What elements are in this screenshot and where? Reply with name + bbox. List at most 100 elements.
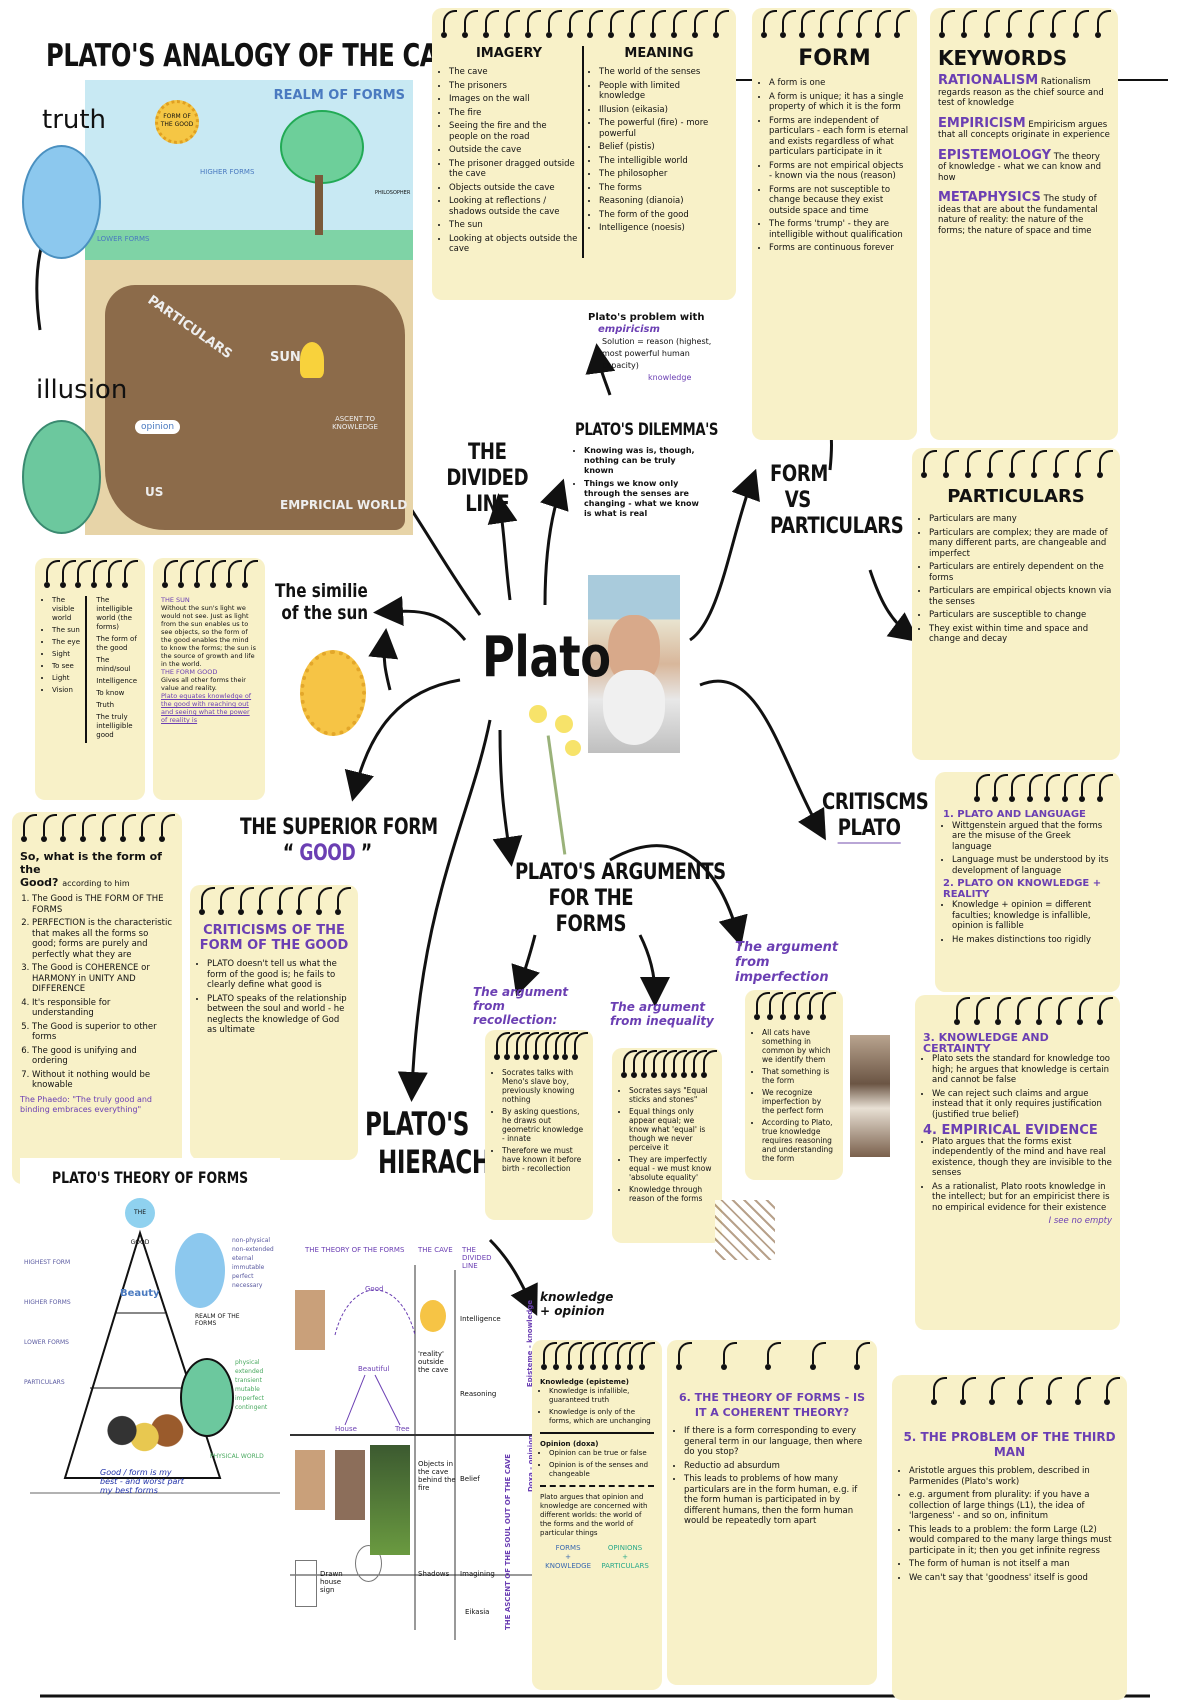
form-vs-l3: PARTICULARS (770, 514, 904, 539)
cave-rock (105, 285, 405, 530)
knowledge-opinion-f1: FORMS (555, 1544, 581, 1552)
phaedo-quote: The Phaedo: "The truly good and binding … (20, 1094, 152, 1115)
physical-trait: mutable (235, 1386, 260, 1393)
spiral-ring-icon (524, 10, 541, 38)
spiral-ring-icon (99, 814, 116, 842)
form-good-paragraph: Gives all other forms their value and re… (161, 676, 246, 692)
theory-img-physical: PHYSICAL WORLD (210, 1453, 264, 1460)
spiral-ring-icon (608, 10, 625, 38)
spiral-ring-icon (542, 1032, 559, 1060)
spiral-ring-icon (961, 10, 978, 38)
level-label: PARTICULARS (24, 1379, 65, 1386)
physical-trait: transient (235, 1377, 262, 1384)
meaning-item: The powerful (fire) - more powerful (599, 118, 728, 139)
handwritten-annotation: Good / form is my best - and worst part … (100, 1468, 184, 1495)
particulars-item: They exist within time and space and cha… (929, 624, 1112, 645)
spiral-ring-icon (59, 560, 76, 588)
inequality-item: They are imperfectly equal - we must kno… (629, 1155, 714, 1182)
divided-diagram-reality: 'reality' outside the cave (418, 1350, 449, 1374)
arrow-to-recollection (511, 934, 540, 997)
keyword-definition: The theory of knowledge - what we can kn… (938, 151, 1102, 183)
spiral-ring-icon (1097, 450, 1113, 478)
third-man-item: e.g. argument from plurality: if you hav… (909, 1490, 1119, 1522)
central-node-plato[interactable]: Plato (482, 625, 611, 690)
criticism-item: He makes distinctions too rigidly (952, 935, 1112, 946)
simile-l2: of the sun (281, 602, 369, 624)
cave-labels-philosopher: PHILOSOPHER (375, 190, 411, 196)
realm-of-forms-label: REALM OF FORMS (273, 88, 405, 103)
spiral-ring-icon (1035, 997, 1052, 1025)
level-label: HIGHEST FORM (24, 1259, 71, 1266)
criticism-1-heading: 1. PLATO AND LANGUAGE (943, 809, 1086, 820)
list: The Good is THE FORM OF THE FORMSPERFECT… (20, 894, 174, 1091)
spiral-ring-icon (562, 1032, 579, 1060)
meaning-heading: MEANING (624, 46, 694, 61)
cave-illustration: FORM OF THE GOOD REALM OF FORMS HIGHER F… (85, 80, 413, 535)
physical-trait: physical (235, 1359, 260, 1366)
third-man-heading: 5. THE PROBLEM OF THE THIRD MAN (903, 1430, 1116, 1459)
spiral-ring-icon (566, 10, 583, 38)
spiral-ring-icon (987, 450, 1003, 478)
list: The intelligible world (the forms)The fo… (87, 596, 137, 743)
criticism-good-item: PLATO doesn't tell us what the form of t… (207, 959, 350, 991)
meaning-item: The form of the good (599, 210, 728, 221)
sun-table-right: The intelligible world (the forms) (96, 596, 137, 632)
plato-portrait (588, 575, 680, 753)
sun-icon (300, 650, 366, 736)
arrow-to-form-vs (689, 468, 760, 642)
spiral-ring-icon (809, 1342, 826, 1370)
spiral-ring-icon (572, 1032, 588, 1060)
theory-img-beauty: Beauty (120, 1288, 160, 1299)
recollection-item: Therefore we must have known it before b… (502, 1146, 585, 1173)
theory-img-realm: REALM OF THE FORMS (195, 1313, 240, 1327)
coherent-item: This leads to problems of how many parti… (684, 1474, 869, 1527)
sun-table-right: The truly intelligible good (96, 713, 137, 740)
spiral-ring-icon (931, 1377, 947, 1405)
truth-label: truth (42, 105, 107, 135)
form-note: FORM A form is oneA form is unique; it h… (752, 8, 917, 440)
spiral-ring-icon (503, 1032, 520, 1060)
sun-table-left: Light (52, 674, 85, 683)
spiral-ring-icon (523, 1032, 540, 1060)
globe-physical-icon (180, 1358, 234, 1437)
imagery-item: The fire (449, 108, 578, 119)
spiral-ring-icon (780, 992, 797, 1020)
list: A form is oneA form is unique; it has a … (760, 78, 909, 254)
spiral-ring-icon (80, 814, 97, 842)
spiral-ring-icon (587, 10, 604, 38)
spiral-ring-icon (40, 814, 57, 842)
spiral-ring-icon (513, 1032, 530, 1060)
list: Wittgenstein argued that the forms are t… (943, 821, 1112, 877)
spiral-binding (21, 814, 175, 844)
inequality-item: Knowledge through reason of the forms (629, 1185, 714, 1203)
spiral-ring-icon (939, 10, 955, 38)
criticism-item: Language must be understood by its devel… (952, 855, 1112, 876)
spiral-ring-icon (701, 1050, 717, 1078)
form-item: Forms are continuous forever (769, 243, 909, 254)
sun-table-right: To know (96, 689, 137, 698)
meaning-item: The intelligible world (599, 156, 728, 167)
good-item: The Good is superior to other forms (32, 1022, 174, 1043)
spiral-ring-icon (503, 10, 520, 38)
spiral-ring-icon (158, 814, 175, 842)
knowledge-opinion-label: knowledge + opinion (540, 1290, 614, 1318)
divided-diagram-eikasia: Eikasia (465, 1608, 490, 1616)
good-item: The good is unifying and ordering (32, 1046, 174, 1067)
spiral-binding (939, 10, 1111, 40)
arrow-to-imperfection (609, 844, 748, 947)
tree-sketch-icon (355, 1545, 382, 1582)
spiral-ring-icon (541, 1342, 557, 1370)
list: All cats have something in common by whi… (753, 1028, 835, 1163)
spiral-ring-icon (720, 1342, 737, 1370)
spiral-ring-icon (552, 1032, 569, 1060)
good-item: PERFECTION is the characteristic that ma… (32, 918, 174, 960)
meaning-item: Illusion (eikasia) (599, 105, 728, 116)
problem-heading: Plato's problem with (588, 312, 705, 323)
spiral-ring-icon (276, 887, 293, 915)
keyword-entry: EMPIRICISM Empiricism argues that all co… (938, 117, 1110, 141)
arrow-to-inequality (638, 934, 670, 1007)
form-good-heading: THE FORM GOOD (161, 668, 218, 676)
spiral-ring-icon (691, 1050, 707, 1078)
criticism-item: Wittgenstein argued that the forms are t… (952, 821, 1112, 853)
spiral-ring-icon (761, 10, 777, 38)
